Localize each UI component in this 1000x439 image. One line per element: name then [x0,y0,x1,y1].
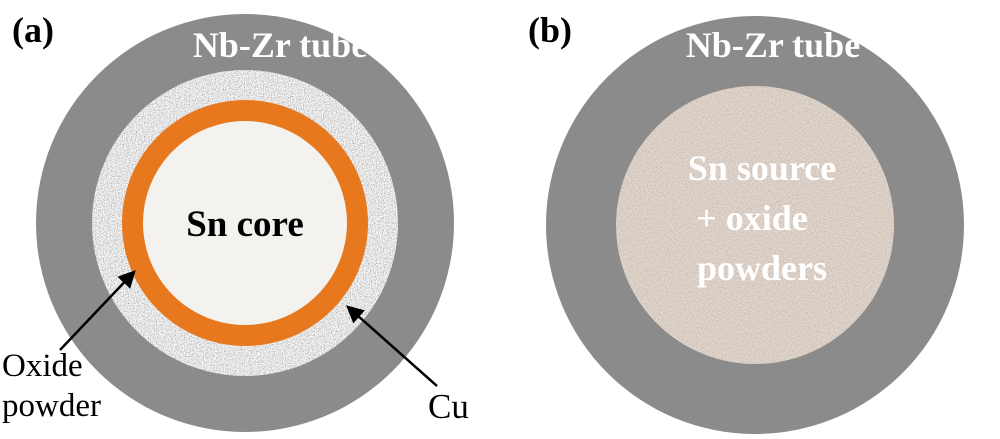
sn-core-circle [143,121,347,325]
panel-a-label: (a) [12,10,54,50]
cu-arrow [346,305,438,387]
panel-b-label: (b) [528,10,572,50]
panel-a: (a) Nb-Zr tube Sn core Oxide powder Cu [2,10,469,432]
sn-core-label: Sn core [186,204,304,245]
tube-label-a: Nb-Zr tube [193,25,367,65]
cu-label: Cu [428,387,469,426]
oxide-powder-label-line2: powder [2,388,101,424]
panel-b: (b) Nb-Zr tube Sn source + oxide powders [528,10,964,434]
tube-label-b: Nb-Zr tube [686,25,860,65]
fill-label-line2: + oxide [696,198,808,238]
oxide-powder-arrow [59,270,136,351]
fill-label-line1: Sn source [688,148,836,188]
powder-speckle-texture [616,86,894,364]
oxide-powder-label-line1: Oxide [2,348,83,384]
powder-fill-circle [616,86,894,364]
fill-label-line3: powders [697,248,827,288]
